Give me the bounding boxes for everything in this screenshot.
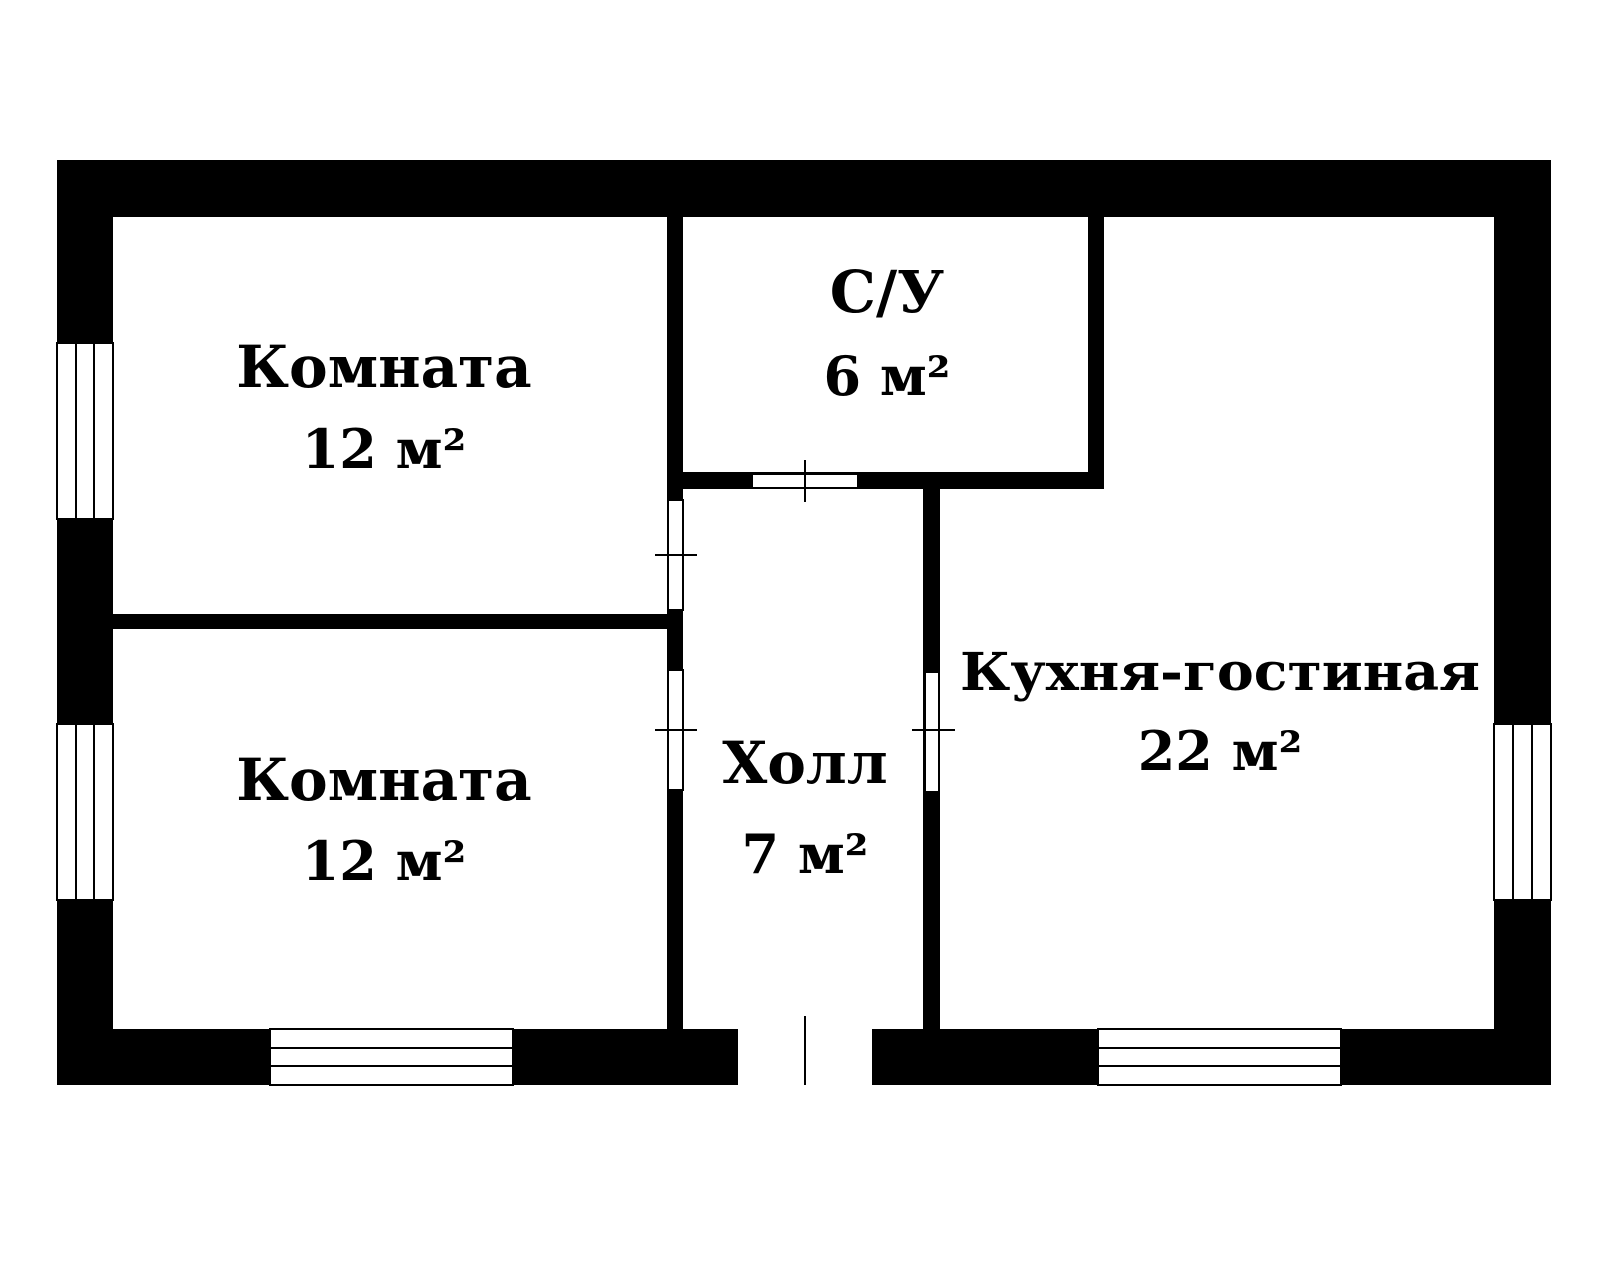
kitchen-living-label: Кухня-гостиная 22 м² [960, 642, 1480, 783]
bathroom-name: С/У [830, 258, 944, 326]
room-2-name: Комната [236, 746, 531, 814]
window-left-bottom [56, 723, 114, 901]
door-hall-bathroom [751, 460, 859, 502]
room-1-name: Комната [236, 333, 531, 401]
hall-name: Холл [722, 729, 887, 797]
kitchen-living-area: 22 м² [1138, 719, 1303, 783]
window-bottom-right [1097, 1028, 1342, 1086]
bathroom-floor [683, 217, 1088, 472]
window-left-top [56, 342, 114, 520]
door-hall-kitchen [912, 671, 955, 793]
window-right [1493, 723, 1552, 901]
bathroom-area: 6 м² [824, 344, 951, 408]
door-hall-room-1 [655, 499, 697, 611]
kitchen-living-floor [940, 489, 1494, 1029]
kitchen-living-name: Кухня-гостиная [960, 642, 1480, 703]
hall-floor [683, 489, 923, 1029]
door-hall-room-2 [655, 669, 697, 791]
entrance-door [738, 1016, 872, 1085]
kitchen-living-floor [1104, 217, 1494, 489]
bathroom-label: С/У 6 м² [824, 258, 951, 408]
room-1-floor [113, 217, 667, 614]
room-2-area: 12 м² [302, 829, 467, 893]
hall-area: 7 м² [742, 822, 869, 886]
room-2-floor [113, 629, 667, 1029]
hall-label: Холл 7 м² [722, 729, 887, 886]
room-1-label: Комната 12 м² [236, 333, 531, 481]
room-1-area: 12 м² [302, 417, 467, 481]
window-bottom-left [269, 1028, 514, 1086]
room-2-label: Комната 12 м² [236, 746, 531, 893]
